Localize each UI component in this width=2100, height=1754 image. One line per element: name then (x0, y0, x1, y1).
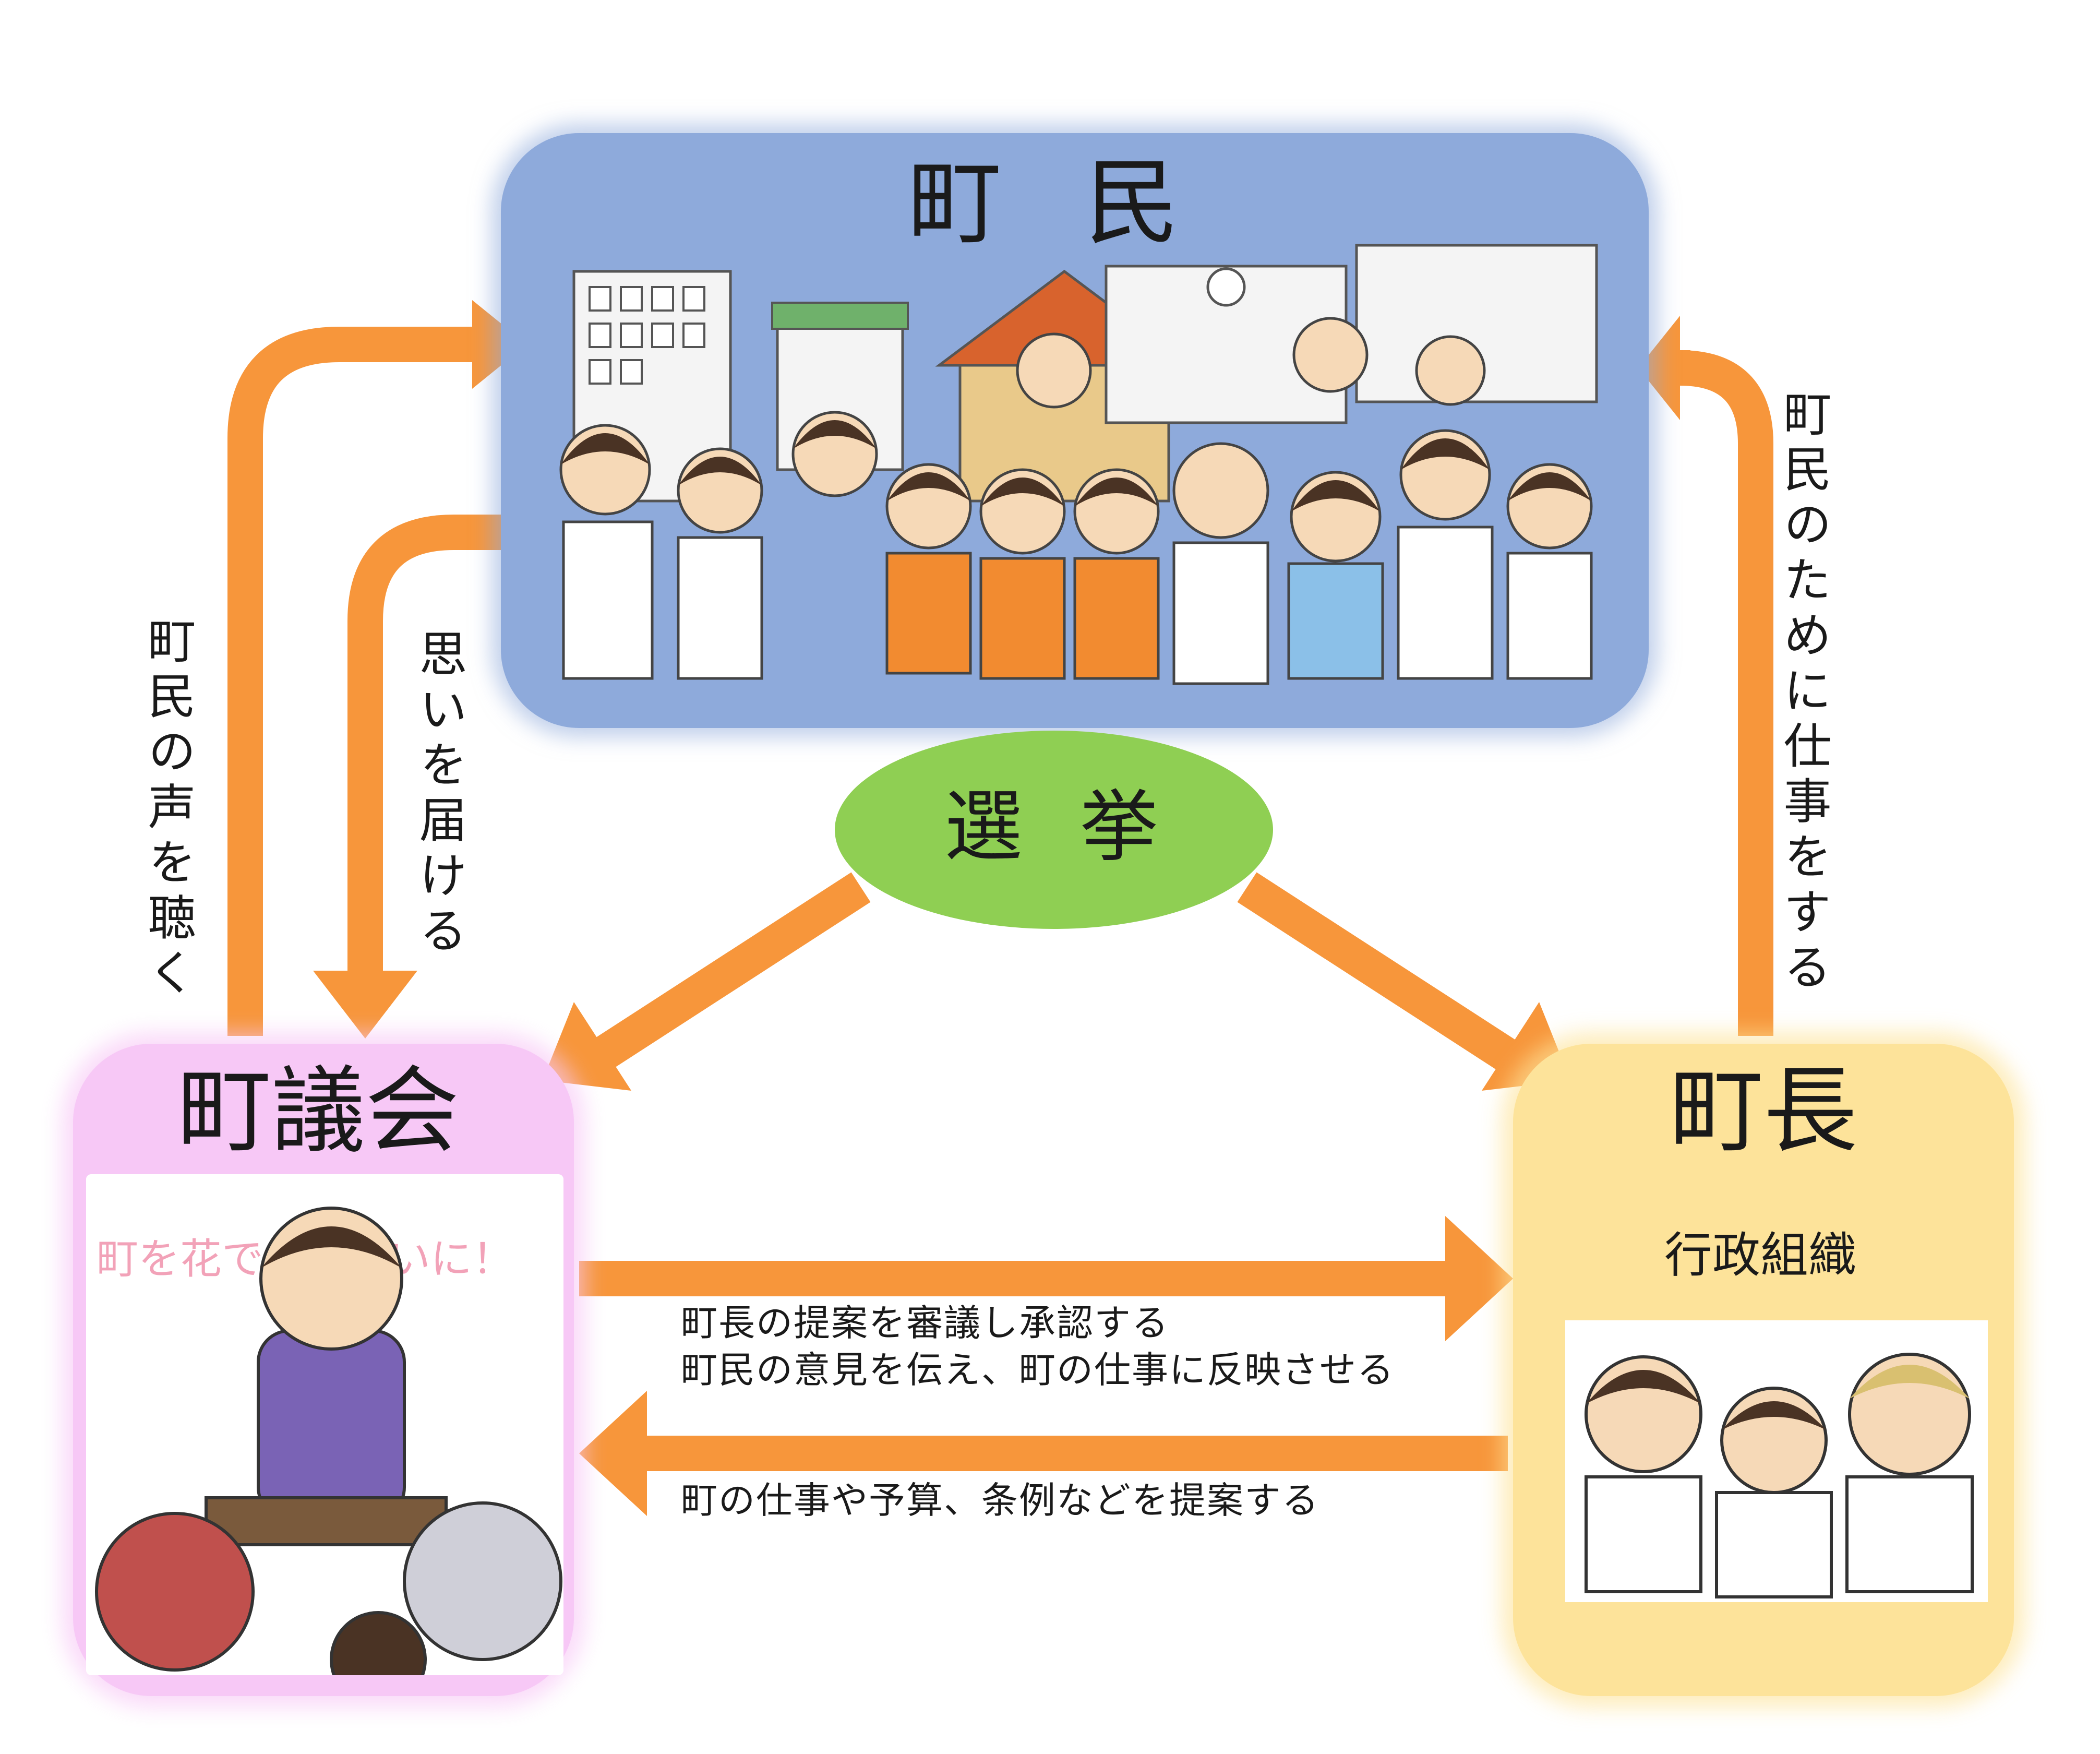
election-ellipse (835, 731, 1273, 929)
arrow-listen (227, 327, 472, 1036)
label-work-for-citizens: 町民のために仕事をする (1775, 389, 1831, 997)
shop-awning (771, 302, 909, 330)
arrowhead-work (1638, 316, 1680, 420)
podium (205, 1496, 448, 1546)
audience-right (403, 1501, 562, 1661)
citizens-illustration (559, 244, 1598, 685)
arrow-election-mayor (1237, 872, 1523, 1075)
admin-organization-label: 行政組織 (1664, 1227, 1857, 1283)
arrow-deliver (347, 515, 501, 971)
assembly-illustration: 町を花でいっぱいに！ (86, 1174, 563, 1675)
label-propose-budget: 町の仕事や予算、条例などを提案する (681, 1479, 1319, 1522)
label-listen-to-citizens: 町民の声を聴く (140, 616, 196, 1003)
arrowhead-mayor-assembly (579, 1391, 647, 1516)
arrow-work (1679, 350, 1773, 1036)
assembly-title: 町議会 (177, 1057, 460, 1166)
audience-center (330, 1611, 427, 1675)
audience-left (95, 1512, 255, 1672)
election-label: 選挙 (944, 782, 1216, 873)
arrowhead-deliver (313, 971, 417, 1039)
arrow-election-assembly (585, 872, 871, 1075)
shirt-i (1073, 557, 1160, 680)
speaker-body (257, 1329, 406, 1520)
label-review-proposals: 町長の提案を審議し承認する (681, 1302, 1169, 1344)
staff-illustration (1565, 1320, 1988, 1602)
shirt-u (885, 552, 972, 675)
clock-icon (1206, 267, 1246, 307)
citizens-title: 町民 (908, 149, 1263, 258)
mayor-title: 町長 (1670, 1057, 1858, 1166)
label-deliver-thoughts: 思いを届ける (411, 629, 467, 961)
label-convey-opinions: 町民の意見を伝え、町の仕事に反映させる (681, 1349, 1395, 1391)
arrowhead-listen (472, 300, 527, 389)
shirt-m (979, 557, 1066, 680)
arrowhead-election-assembly (543, 1002, 631, 1091)
arrowhead-assembly-mayor (1445, 1216, 1513, 1341)
